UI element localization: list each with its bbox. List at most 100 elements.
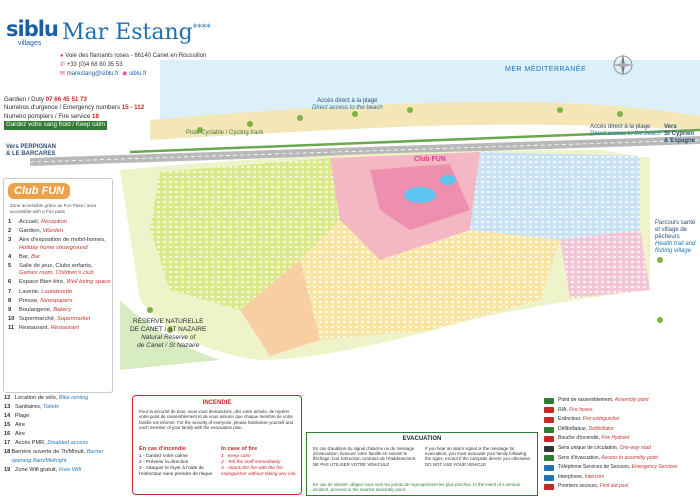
- legend-symbol-icon: [544, 397, 554, 404]
- beach-access-right-en: Direct access to the beach: [590, 131, 661, 137]
- web-link[interactable]: siblu.fr: [129, 71, 147, 77]
- legend-item-fr: Laverie,: [19, 288, 40, 295]
- emergency-value: 15 - 112: [121, 104, 145, 112]
- legend-symbol-icon: [544, 416, 554, 423]
- legend-item-fr: Gardien,: [19, 228, 42, 235]
- extra-item-number: 12: [4, 395, 11, 401]
- reserve-label: RÉSERVE NATURELLE DE CANET / ST NAZAIRE …: [130, 318, 206, 350]
- safety-legend-en: First aid post: [599, 483, 629, 490]
- legend-item-fr: Restaurant,: [19, 325, 49, 332]
- evacuation-instructions: EVACUATION En cas d'audition du signal d…: [306, 432, 538, 496]
- extra-item-number: 17: [4, 440, 11, 446]
- extra-item-fr: Aire: [15, 431, 25, 437]
- safety-legend-item: Point de rassemblement, Assembly point: [544, 396, 694, 406]
- extra-item-fr: Plage: [15, 413, 30, 419]
- legend-item-label: Restaurant, Restaurant: [19, 325, 79, 332]
- pool: [404, 187, 436, 203]
- safety-legend-item: Téléphone Services de Secours, Emergency…: [544, 463, 694, 473]
- safety-legend-item: Extincteur, Fire extinguisher: [544, 415, 694, 425]
- reserve-line-2: DE CANET / ST NAZAIRE: [130, 326, 207, 333]
- zone-orange: [240, 260, 320, 356]
- emergency-numbers: Gardien / Duty 07 66 45 51 73 Numéros d'…: [4, 96, 144, 130]
- legend-symbol-icon: [544, 445, 554, 452]
- beach-access-label: Accès direct à la plage Direct access to…: [312, 98, 383, 112]
- direction-left-1: Vers PERPIGNAN: [6, 144, 57, 150]
- safety-legend-en: Fire hoses: [569, 406, 593, 413]
- legend-item-en: Newspapers: [40, 297, 73, 304]
- safety-legend-item: Sens unique de circulation, One-way road: [544, 444, 694, 454]
- safety-legend-item: Bouche d'incendie, Fire Hydrant: [544, 434, 694, 444]
- extra-item-en: Disabled access: [47, 440, 89, 446]
- extra-item-fr: Barrière ouverte de 7h/Minuit,: [11, 449, 86, 455]
- legend-item-number: 10: [8, 316, 15, 323]
- legend-symbol-icon: [544, 436, 554, 443]
- safety-legend-fr: Bouche d'incendie,: [558, 435, 601, 442]
- legend-symbol-icon: [544, 464, 554, 471]
- legend-item-en: Bar: [30, 253, 40, 260]
- extra-item-fr: Location de vélo,: [15, 395, 58, 401]
- safety-legend-label: Défibrillateur, Defibrillator: [558, 425, 614, 435]
- legend-symbol-icon: [544, 474, 554, 481]
- fire-fr-step: 1 - Gardez votre calme: [139, 454, 188, 459]
- safety-legend-fr: Défibrillateur,: [558, 425, 588, 432]
- guardian-line: Gardien / Duty 07 66 45 51 73: [4, 96, 144, 104]
- legend-item-label: Aire d'exposition de mobil-homes, Holida…: [19, 237, 112, 251]
- direction-right-2: St Cyprien: [664, 131, 695, 137]
- legend-item-label: Salle de jeux, Clubs enfants, Games room…: [19, 263, 112, 277]
- legend-item-number: 2: [8, 228, 12, 235]
- legend-item-label: Boulangerie, Bakery: [19, 307, 71, 314]
- safety-legend-label: Point de rassemblement, Assembly point: [558, 396, 649, 406]
- extra-item-label: Sanitaires, Toilets: [15, 403, 59, 412]
- email-line: ✉ marestang@siblu.fr ◉ siblu.fr: [60, 70, 206, 79]
- legend-item-fr: Espace Bien être,: [19, 279, 65, 286]
- safety-legend-en: Fire Hydrant: [601, 435, 630, 442]
- legend-item-label: Supermarché, Supermarket: [19, 316, 90, 323]
- safety-legend-item: Premiers secours, First aid post: [544, 482, 694, 492]
- legend-item-number: 9: [8, 307, 12, 314]
- extra-item-label: Plage: [15, 412, 29, 421]
- legend-item-en: Reception: [40, 219, 68, 225]
- health-trail-text: Parcours santé et village de pêcheurs: [655, 220, 696, 240]
- legend-item-label: Presse, Newspapers: [19, 298, 73, 305]
- safety-legend-fr: Téléphone Services de Secours,: [558, 464, 631, 471]
- extra-item-fr: Zone Wifi gratuit,: [15, 467, 58, 473]
- safety-legend-label: Téléphone Services de Secours, Emergency…: [558, 463, 678, 473]
- nature-reserve: [120, 300, 220, 370]
- safety-legend-label: Premiers secours, First aid post: [558, 482, 628, 492]
- sea-label: MER MÉDITERRANÉE: [505, 66, 587, 73]
- campsite-map: Accès direct à la plage Direct access to…: [0, 60, 700, 385]
- legend-item: 9 Boulangerie, Bakery: [8, 307, 112, 314]
- beach-access-text: Accès direct à la plage: [317, 98, 378, 104]
- legend-symbol-icon: [544, 407, 554, 414]
- legend-item-label: Laverie, Launderette: [19, 289, 72, 296]
- location-pin-icon: ●: [60, 53, 64, 59]
- siblu-logo: siblu villages: [6, 18, 59, 52]
- extra-item-label: Aire: [15, 430, 25, 439]
- fire-steps-en: In case of fire 1 - Keep calm 2 - Tell t…: [221, 446, 297, 478]
- legend-item-number: 8: [8, 297, 12, 304]
- safety-legend-label: Sens d'évacuation, Access to assembly po…: [558, 454, 658, 464]
- safety-legend-fr: Sens unique de circulation,: [558, 444, 619, 451]
- safety-legend-fr: Sens d'évacuation,: [558, 454, 601, 461]
- evacuation-fr: En cas d'audition du signal d'alarme ou …: [313, 446, 417, 467]
- phone-line: ✆ +33 (0)4 68 80 35 53: [60, 61, 206, 70]
- guardian-label: Gardien / Duty: [4, 96, 44, 103]
- reserve-en-1: Natural Reserve of: [141, 334, 196, 341]
- evacuation-title: EVACUATION: [402, 436, 442, 442]
- site-title-text: Mar Estang: [62, 20, 193, 45]
- safety-legend-en: Assembly point: [614, 397, 649, 403]
- legend-item-number: 7: [8, 288, 12, 295]
- extra-item-number: 14: [4, 413, 11, 419]
- email-link[interactable]: marestang@siblu.fr: [66, 71, 119, 77]
- fire-en-title: In case of fire: [221, 446, 258, 452]
- fire-en-step: 1 - Keep calm: [221, 454, 251, 459]
- address-line: ● Voie des flamants roses - 66140 Canet …: [60, 52, 206, 61]
